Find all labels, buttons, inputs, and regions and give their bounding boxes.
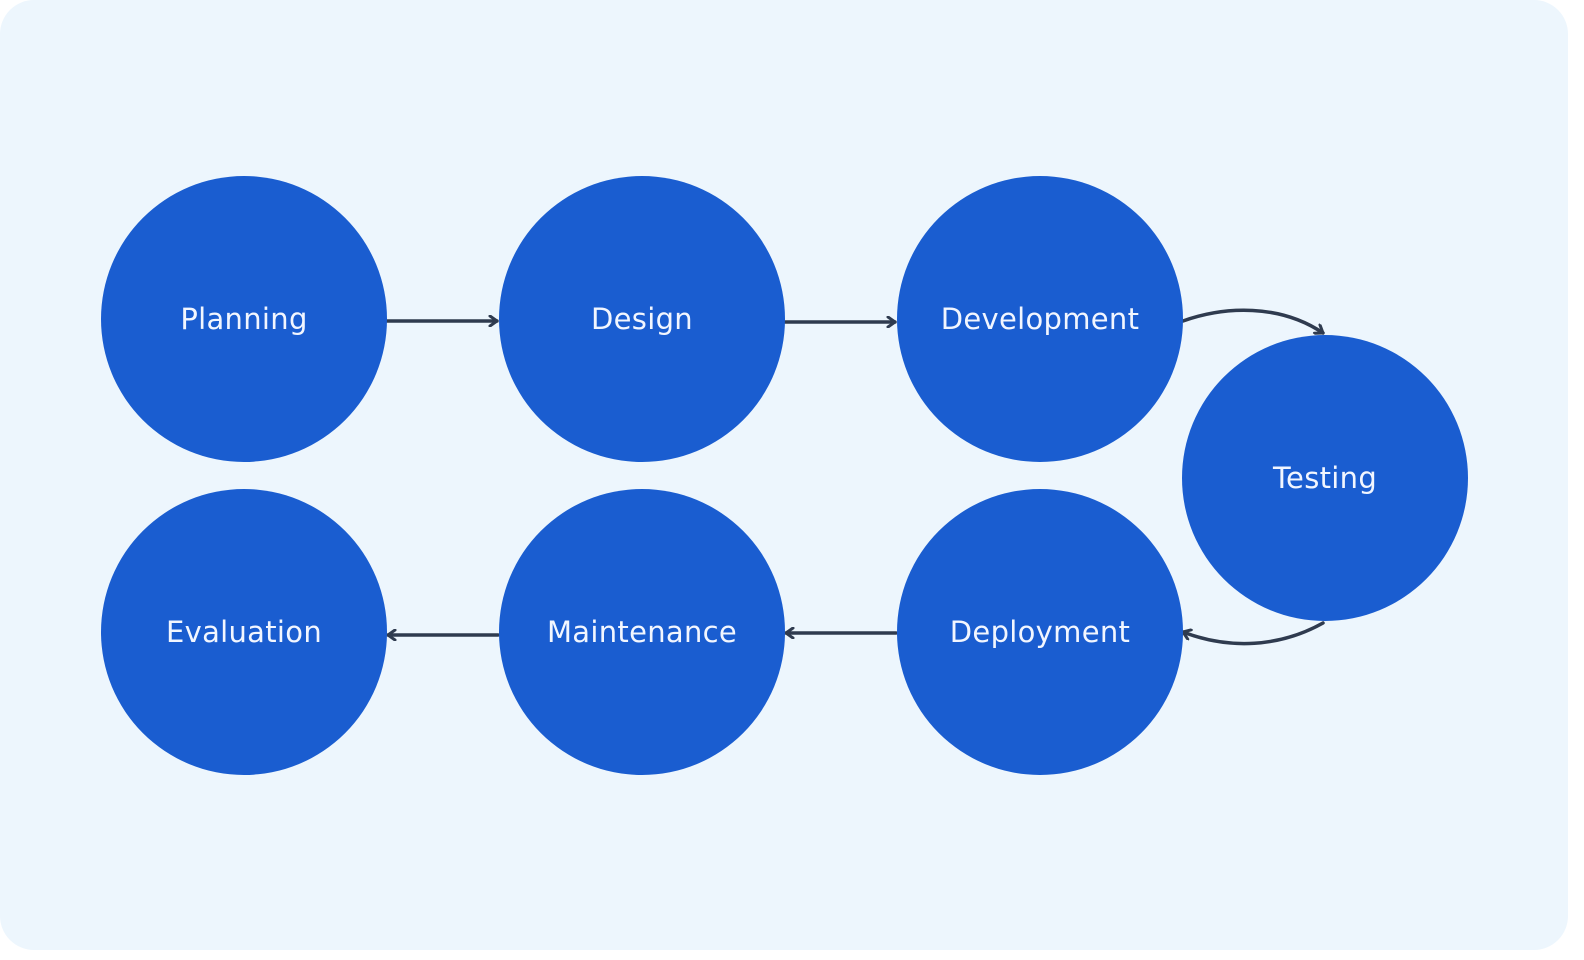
node-label: Deployment (949, 615, 1131, 649)
node-planning[interactable]: Planning (101, 176, 387, 462)
node-label: Evaluation (165, 615, 322, 649)
node-testing[interactable]: Testing (1182, 335, 1468, 621)
node-label: Development (940, 302, 1140, 336)
node-deployment[interactable]: Deployment (897, 489, 1183, 775)
node-label: Planning (180, 302, 308, 336)
node-maintenance[interactable]: Maintenance (499, 489, 785, 775)
node-label: Maintenance (546, 615, 738, 649)
node-development[interactable]: Development (897, 176, 1183, 462)
arrow-testing-deployment (1181, 621, 1325, 646)
node-label: Testing (1272, 461, 1378, 495)
node-label: Design (591, 302, 693, 336)
node-design[interactable]: Design (499, 176, 785, 462)
arrow-development-testing (1181, 308, 1325, 335)
node-evaluation[interactable]: Evaluation (101, 489, 387, 775)
